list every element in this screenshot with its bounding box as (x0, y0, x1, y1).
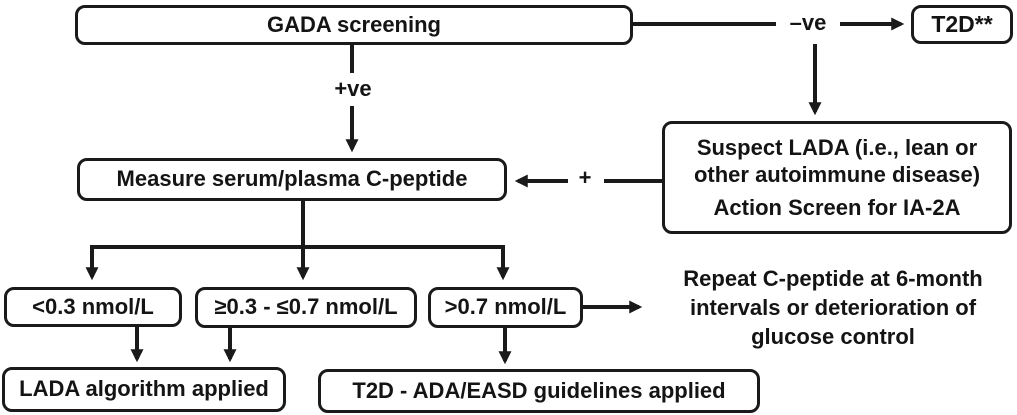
node-t2d: T2D** (911, 5, 1013, 44)
node-t2d-guidelines: T2D - ADA/EASD guidelines applied (318, 369, 760, 413)
suspect-lada-text: Suspect LADA (i.e., lean or other autoim… (693, 135, 981, 187)
repeat-cpeptide-note: Repeat C-peptide at 6-month intervals or… (683, 266, 983, 349)
node-cpeptide-low: <0.3 nmol/L (4, 287, 182, 327)
edge-label-plus: + (571, 165, 599, 191)
node-measure-cpeptide: Measure serum/plasma C-peptide (77, 158, 507, 201)
suspect-lada-action-text: Action Screen for IA-2A (713, 195, 961, 220)
node-cpeptide-mid: ≥0.3 - ≤0.7 nmol/L (195, 287, 417, 328)
node-lada-algorithm: LADA algorithm applied (2, 367, 286, 412)
node-suspect-lada: Suspect LADA (i.e., lean or other autoim… (662, 121, 1012, 234)
edge-label-positive: +ve (322, 76, 384, 102)
node-gada-screening: GADA screening (75, 5, 633, 45)
edge-label-negative: –ve (778, 10, 838, 36)
node-cpeptide-high: >0.7 nmol/L (428, 287, 583, 328)
